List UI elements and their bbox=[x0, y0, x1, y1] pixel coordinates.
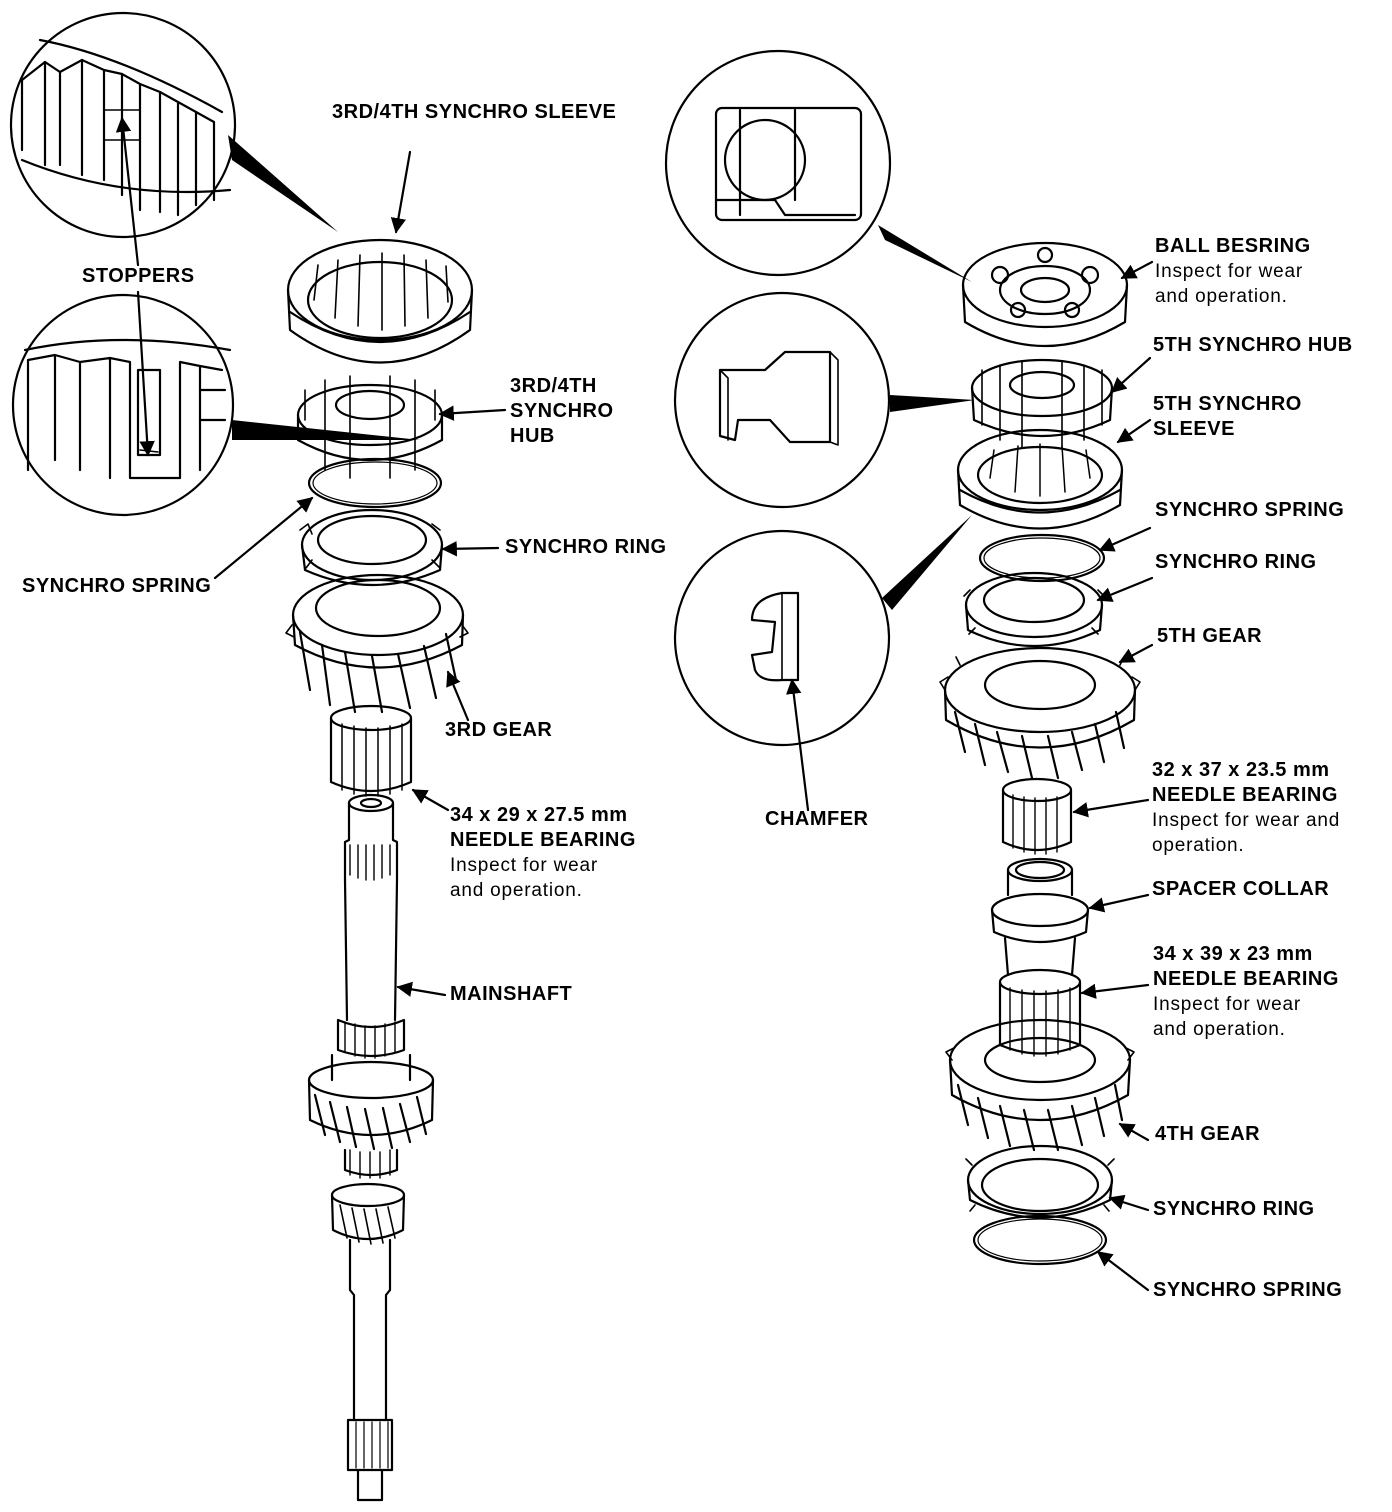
left-spring-label: SYNCHRO SPRING bbox=[22, 575, 212, 597]
stoppers-label: STOPPERS bbox=[82, 265, 195, 287]
right-fifth-gear bbox=[939, 646, 1141, 780]
left-needle-bearing bbox=[329, 704, 413, 797]
right-spring2-label: SYNCHRO SPRING bbox=[1153, 1279, 1343, 1301]
right-ring1-label: SYNCHRO RING bbox=[1155, 551, 1317, 573]
right-synchro-spring-1 bbox=[978, 533, 1106, 583]
ball-bearing-label: BALL BESRING bbox=[1155, 235, 1311, 257]
stoppers-detail-top bbox=[9, 11, 237, 239]
left-third-gear bbox=[285, 573, 469, 714]
left-bearing-callout: 34 x 29 x 27.5 mm NEEDLE BEARING Inspect… bbox=[450, 804, 636, 901]
right-bearing2-callout: 34 x 39 x 23 mm NEEDLE BEARING Inspect f… bbox=[1153, 943, 1339, 1040]
fifth-hub-label: 5TH SYNCHRO HUB bbox=[1153, 334, 1353, 356]
third-gear-label: 3RD GEAR bbox=[445, 719, 553, 741]
left-synchro-hub bbox=[296, 375, 444, 479]
ball-detail-circle bbox=[664, 49, 892, 277]
left-bearing-size: 34 x 29 x 27.5 mm bbox=[450, 804, 628, 826]
right-fourth-gear bbox=[945, 1018, 1135, 1152]
left-synchro-spring bbox=[307, 457, 443, 509]
sleeve-label: 3RD/4TH SYNCHRO SLEEVE bbox=[332, 101, 617, 123]
chamfer-detail-circle bbox=[673, 529, 891, 747]
right-needle-bearing-1 bbox=[1001, 777, 1073, 855]
right-ball-bearing bbox=[961, 241, 1129, 348]
stoppers-detail-bottom bbox=[11, 293, 235, 517]
right-fifth-synchro-hub bbox=[970, 358, 1114, 449]
right-bearing1-callout: 32 x 37 x 23.5 mm NEEDLE BEARING Inspect… bbox=[1152, 759, 1341, 856]
mainshaft-label: MAINSHAFT bbox=[450, 983, 573, 1005]
chamfer-label: CHAMFER bbox=[765, 808, 869, 830]
right-spacer-collar bbox=[990, 857, 1090, 977]
right-needle-bearing-2 bbox=[998, 968, 1082, 1057]
hub-insert-detail-circle bbox=[673, 291, 891, 509]
left-synchro-ring bbox=[299, 508, 444, 587]
right-synchro-spring-2 bbox=[972, 1214, 1108, 1266]
fifth-gear-label: 5TH GEAR bbox=[1157, 625, 1263, 647]
right-fifth-synchro-sleeve bbox=[956, 428, 1124, 530]
left-bearing-label: NEEDLE BEARING bbox=[450, 829, 636, 851]
ball-bearing-callout: BALL BESRING Inspect for wear and operat… bbox=[1155, 235, 1311, 307]
mainshaft bbox=[307, 793, 435, 1502]
right-ring2-label: SYNCHRO RING bbox=[1153, 1198, 1315, 1220]
fifth-sleeve-label: 5TH SYNCHRO SLEEVE bbox=[1153, 393, 1302, 440]
left-ring-label: SYNCHRO RING bbox=[505, 536, 667, 558]
fourth-gear-label: 4TH GEAR bbox=[1155, 1123, 1261, 1145]
right-synchro-ring-2 bbox=[965, 1144, 1115, 1219]
hub-label: 3RD/4TH SYNCHRO HUB bbox=[510, 375, 614, 447]
right-synchro-ring-1 bbox=[963, 571, 1105, 648]
spacer-collar-label: SPACER COLLAR bbox=[1152, 878, 1330, 900]
left-synchro-sleeve bbox=[286, 238, 474, 364]
right-spring1-label: SYNCHRO SPRING bbox=[1155, 499, 1345, 521]
